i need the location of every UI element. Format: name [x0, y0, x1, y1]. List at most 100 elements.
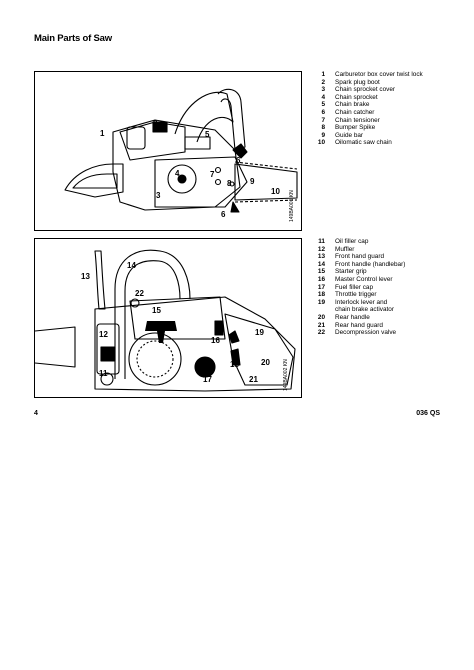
- legend-number: 15: [317, 268, 325, 276]
- legend-figure2: 11 Oil filler cap 12 Muffler 13 Front hand …: [309, 238, 405, 337]
- legend-item: 17 Fuel filler cap: [309, 284, 405, 292]
- legend-number: 8: [321, 124, 325, 132]
- fig2-callout-14: 14: [127, 261, 136, 270]
- legend-item: 8 Bumper Spike: [309, 124, 423, 132]
- legend-text: Throttle trigger: [335, 291, 377, 299]
- legend-item: 11 Oil filler cap: [309, 238, 405, 246]
- page-title: Main Parts of Saw: [34, 33, 112, 44]
- legend-number: 17: [317, 283, 325, 291]
- legend-item: 12 Muffler: [309, 246, 405, 254]
- legend-number: 2: [321, 78, 325, 86]
- legend-item: 20 Rear handle: [309, 314, 405, 322]
- fig1-callout-9: 9: [250, 177, 255, 186]
- legend-number: 6: [321, 108, 325, 116]
- fig1-callout-10: 10: [271, 187, 280, 196]
- fig2-code: 149BA002 KN: [283, 359, 289, 391]
- legend-item: 10 Oilomatic saw chain: [309, 139, 423, 147]
- legend-number: 22: [317, 329, 325, 337]
- legend-number: 11: [318, 238, 325, 245]
- legend-number: 19: [317, 298, 325, 306]
- legend-item: 4 Chain sprocket: [309, 94, 423, 102]
- fig2-callout-20: 20: [261, 358, 270, 367]
- fig2-callout-22: 22: [135, 289, 144, 298]
- legend-text: Chain tensioner: [335, 116, 380, 124]
- legend-item: 13 Front hand guard: [309, 253, 405, 261]
- legend-item: 5 Chain brake: [309, 101, 423, 109]
- legend-text: Muffler: [335, 245, 355, 253]
- page-number: 4: [34, 410, 38, 417]
- model-label: 036 QS: [416, 410, 440, 417]
- fig2-callout-17: 17: [203, 375, 212, 384]
- legend-item: 22 Decompression valve: [309, 329, 405, 337]
- legend-text: Oilomatic saw chain: [335, 139, 392, 147]
- legend-number: 1: [321, 71, 325, 78]
- legend-number: 10: [317, 139, 325, 147]
- legend-item: chain brake activator: [309, 306, 405, 314]
- legend-number: 9: [321, 131, 325, 139]
- legend-text: Interlock lever and: [335, 298, 388, 306]
- legend-number: [309, 306, 335, 314]
- legend-item: 19 Interlock lever and: [309, 299, 405, 307]
- legend-text: Chain sprocket: [335, 93, 378, 101]
- legend-number: 5: [321, 101, 325, 109]
- legend-number: 14: [317, 260, 325, 268]
- fig2-callout-12: 12: [99, 330, 108, 339]
- fig1-callout-1: 1: [100, 129, 105, 138]
- legend-number: 4: [321, 93, 325, 101]
- legend-item: 21 Rear hand guard: [309, 322, 405, 330]
- figure-right-side-view: 1 2 5 6 4 3 7 8 9 10 6 149BA001 KN: [34, 71, 302, 231]
- legend-item: 16 Master Control lever: [309, 276, 405, 284]
- legend-number: 13: [317, 253, 325, 261]
- legend-item: 6 Chain catcher: [309, 109, 423, 117]
- fig2-callout-21: 21: [249, 375, 258, 384]
- legend-text: Fuel filler cap: [335, 283, 374, 291]
- legend-text: Bumper Spike: [335, 124, 376, 132]
- legend-text: chain brake activator: [335, 306, 394, 314]
- fig2-callout-16: 16: [211, 336, 220, 345]
- fig2-callout-18: 18: [230, 360, 239, 369]
- fig1-callout-7: 7: [210, 170, 215, 179]
- legend-text: Decompression valve: [335, 329, 397, 337]
- legend-number: 16: [317, 275, 325, 283]
- legend-text: Rear hand guard: [335, 321, 383, 329]
- fig1-callout-4: 4: [175, 169, 180, 178]
- legend-item: 3 Chain sprocket cover: [309, 86, 423, 94]
- legend-item: 18 Throttle trigger: [309, 291, 405, 299]
- fig2-callout-19: 19: [255, 328, 264, 337]
- legend-text: Chain sprocket cover: [335, 86, 396, 94]
- fig2-callout-13: 13: [81, 272, 90, 281]
- legend-number: 18: [317, 291, 325, 299]
- figure-left-side-view: 13 14 22 15 12 11 16 19 18 20 17 21 149B…: [34, 238, 302, 398]
- legend-item: 15 Starter grip: [309, 268, 405, 276]
- legend-text: Master Control lever: [335, 275, 393, 283]
- fig2-callout-15: 15: [152, 306, 161, 315]
- saw-left-side-drawing: 13 14 22 15 12 11 16 19 18 20 17 21 149B…: [35, 249, 296, 392]
- legend-number: 20: [317, 313, 325, 321]
- legend-text: Starter grip: [335, 268, 367, 276]
- starter-grip-shape: [145, 321, 177, 343]
- legend-text: Chain brake: [335, 101, 370, 109]
- legend-text: Carburetor box cover twist lock: [335, 71, 423, 78]
- legend-text: Rear handle: [335, 313, 370, 321]
- fig1-callout-6a: 6: [236, 156, 241, 165]
- legend-text: Front hand guard: [335, 253, 385, 261]
- legend-text: Oil filler cap: [335, 238, 369, 245]
- legend-number: 12: [317, 245, 325, 253]
- legend-text: Chain catcher: [335, 108, 375, 116]
- legend-item: 1 Carburetor box cover twist lock: [309, 71, 423, 79]
- legend-text: Guide bar: [335, 131, 364, 139]
- legend-number: 3: [321, 86, 325, 94]
- legend-text: Front handle (handlebar): [335, 260, 406, 268]
- fig1-callout-2: 2: [153, 119, 158, 128]
- fig2-callout-11: 11: [99, 369, 108, 378]
- fig1-callout-8: 8: [227, 179, 232, 188]
- fig1-callout-6b: 6: [221, 210, 226, 219]
- saw-right-side-drawing: 1 2 5 6 4 3 7 8 9 10 6 149BA001 KN: [64, 88, 298, 222]
- fig1-callout-3: 3: [156, 191, 161, 200]
- legend-item: 14 Front handle (handlebar): [309, 261, 405, 269]
- fig1-code: 149BA001 KN: [289, 190, 295, 222]
- legend-number: 21: [317, 321, 325, 329]
